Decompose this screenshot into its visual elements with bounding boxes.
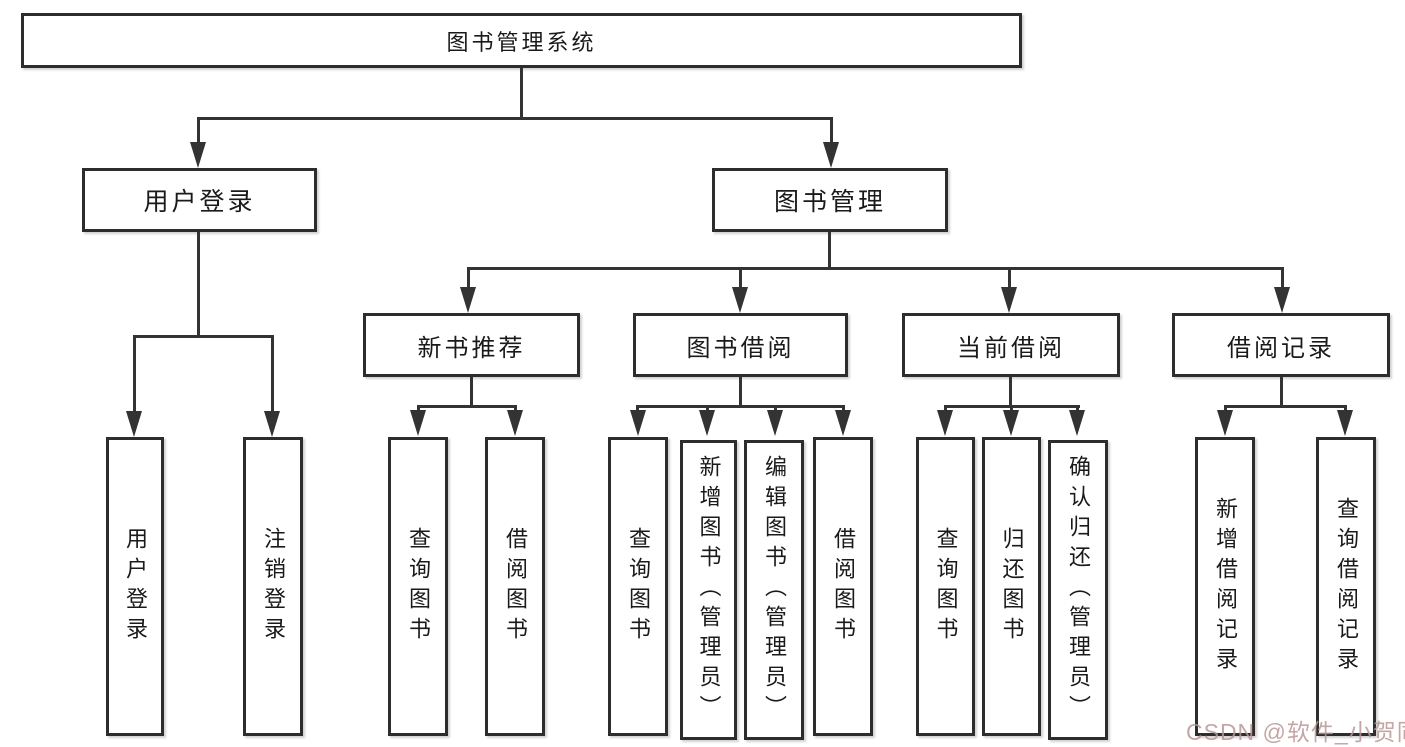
connector-newbook-down <box>470 377 473 408</box>
node-current-borrow-label: 当前借阅 <box>957 334 1065 362</box>
connector-level1-bar <box>197 117 833 120</box>
connector-borrow-stem <box>739 267 742 289</box>
arrow-to-current-borrow <box>1001 287 1017 313</box>
leaf-edit-book-admin-label: 编辑图书（管理员） <box>762 455 787 725</box>
connector-login-down <box>197 232 200 338</box>
node-borrow-records: 借阅记录 <box>1172 313 1390 377</box>
arrow-to-leaf-add-book <box>699 410 715 436</box>
connector-login-bar <box>133 335 274 338</box>
leaf-borrow-books-2: 借阅图书 <box>813 437 873 736</box>
arrow-to-leaf-add-record <box>1217 410 1233 436</box>
leaf-user-login: 用户登录 <box>106 437 164 736</box>
leaf-query-books-3-label: 查询图书 <box>933 526 959 647</box>
connector-bb-leaf2-stem <box>706 405 709 413</box>
connector-bb-leaf4-stem <box>842 405 845 413</box>
connector-bookborrow-bar <box>636 405 845 408</box>
arrow-to-leaf-logout <box>264 411 280 437</box>
connector-cb-leaf1-stem <box>944 405 947 413</box>
arrow-to-leaf-query-books-1 <box>410 410 426 436</box>
leaf-return-book-label: 归还图书 <box>999 526 1025 647</box>
connector-rec-leaf2-stem <box>1344 405 1347 413</box>
connector-login-leaf1-stem <box>133 335 136 413</box>
arrow-to-leaf-confirm-return <box>1069 410 1085 436</box>
connector-bb-leaf1-stem <box>636 405 639 413</box>
node-book-borrow: 图书借阅 <box>633 313 848 377</box>
node-book-management: 图书管理 <box>712 168 948 232</box>
leaf-query-books-1-label: 查询图书 <box>406 526 431 647</box>
leaf-borrow-books-2-label: 借阅图书 <box>831 526 856 647</box>
leaf-add-book-admin-label: 新增图书（管理员） <box>696 455 722 725</box>
connector-login-stem <box>197 117 200 145</box>
leaf-add-borrow-record: 新增借阅记录 <box>1195 437 1255 736</box>
arrow-to-book-borrow <box>732 287 748 313</box>
arrow-to-leaf-borrow-books-2 <box>835 410 851 436</box>
node-book-management-label: 图书管理 <box>773 188 886 216</box>
connector-cb-leaf3-stem <box>1076 405 1079 413</box>
arrow-to-leaf-borrow-books-1 <box>507 410 523 436</box>
leaf-query-books-2-label: 查询图书 <box>626 526 651 647</box>
leaf-return-book: 归还图书 <box>982 437 1041 736</box>
leaf-confirm-return-admin: 确认归还（管理员） <box>1048 440 1108 740</box>
connector-manage-down <box>828 232 831 270</box>
arrow-to-new-book-recommend <box>460 287 476 313</box>
connector-records-bar <box>1224 405 1346 408</box>
node-user-login-label: 用户登录 <box>143 188 256 216</box>
connector-manage-stem <box>830 117 833 145</box>
connector-newbook-leaf2-stem <box>514 405 517 413</box>
arrow-to-borrow-records <box>1274 287 1290 313</box>
connector-newbook-bar <box>417 405 517 408</box>
node-library-system-label: 图书管理系统 <box>446 29 597 55</box>
arrow-to-leaf-edit-book <box>767 410 783 436</box>
node-user-login: 用户登录 <box>82 168 317 232</box>
node-new-book-recommend-label: 新书推荐 <box>417 334 526 362</box>
node-library-system: 图书管理系统 <box>21 13 1022 68</box>
connector-cb-leaf2-stem <box>1010 405 1013 413</box>
leaf-add-book-admin: 新增图书（管理员） <box>680 440 737 740</box>
connector-newbook-stem <box>467 267 470 289</box>
leaf-query-borrow-record-label: 查询借阅记录 <box>1334 496 1359 677</box>
connector-current-down <box>1009 377 1012 408</box>
leaf-logout-label: 注销登录 <box>261 526 286 647</box>
connector-login-leaf2-stem <box>271 335 274 413</box>
leaf-confirm-return-admin-label: 确认归还（管理员） <box>1066 455 1091 725</box>
node-current-borrow: 当前借阅 <box>902 313 1120 377</box>
connector-newbook-leaf1-stem <box>417 405 420 413</box>
leaf-borrow-books-1: 借阅图书 <box>485 437 545 736</box>
node-borrow-records-label: 借阅记录 <box>1227 334 1335 362</box>
node-book-borrow-label: 图书借阅 <box>686 334 795 362</box>
connector-root-stem <box>520 68 523 120</box>
connector-records-stem <box>1281 267 1284 289</box>
arrow-to-leaf-query-books-3 <box>937 410 953 436</box>
leaf-edit-book-admin: 编辑图书（管理员） <box>744 440 804 740</box>
arrow-to-user-login <box>190 142 206 168</box>
node-new-book-recommend: 新书推荐 <box>363 313 580 377</box>
leaf-logout: 注销登录 <box>243 437 303 736</box>
leaf-query-books-2: 查询图书 <box>608 437 668 736</box>
connector-bb-leaf3-stem <box>774 405 777 413</box>
connector-rec-leaf1-stem <box>1224 405 1227 413</box>
arrow-to-book-management <box>823 142 839 168</box>
connector-current-stem <box>1008 267 1011 289</box>
leaf-query-books-1: 查询图书 <box>388 437 448 736</box>
arrow-to-leaf-query-books-2 <box>630 410 646 436</box>
arrow-to-leaf-user-login <box>126 411 142 437</box>
leaf-query-books-3: 查询图书 <box>916 437 975 736</box>
leaf-query-borrow-record: 查询借阅记录 <box>1316 437 1376 736</box>
connector-level2-bar <box>467 267 1284 270</box>
arrow-to-leaf-query-record <box>1337 410 1353 436</box>
leaf-borrow-books-1-label: 借阅图书 <box>503 526 528 647</box>
leaf-user-login-label: 用户登录 <box>123 526 148 647</box>
arrow-to-leaf-return-book <box>1003 410 1019 436</box>
connector-records-down <box>1280 377 1283 408</box>
leaf-add-borrow-record-label: 新增借阅记录 <box>1213 496 1238 677</box>
csdn-watermark: CSDN @软件_小贺同学 <box>1186 719 1405 745</box>
connector-bookborrow-down <box>739 377 742 408</box>
